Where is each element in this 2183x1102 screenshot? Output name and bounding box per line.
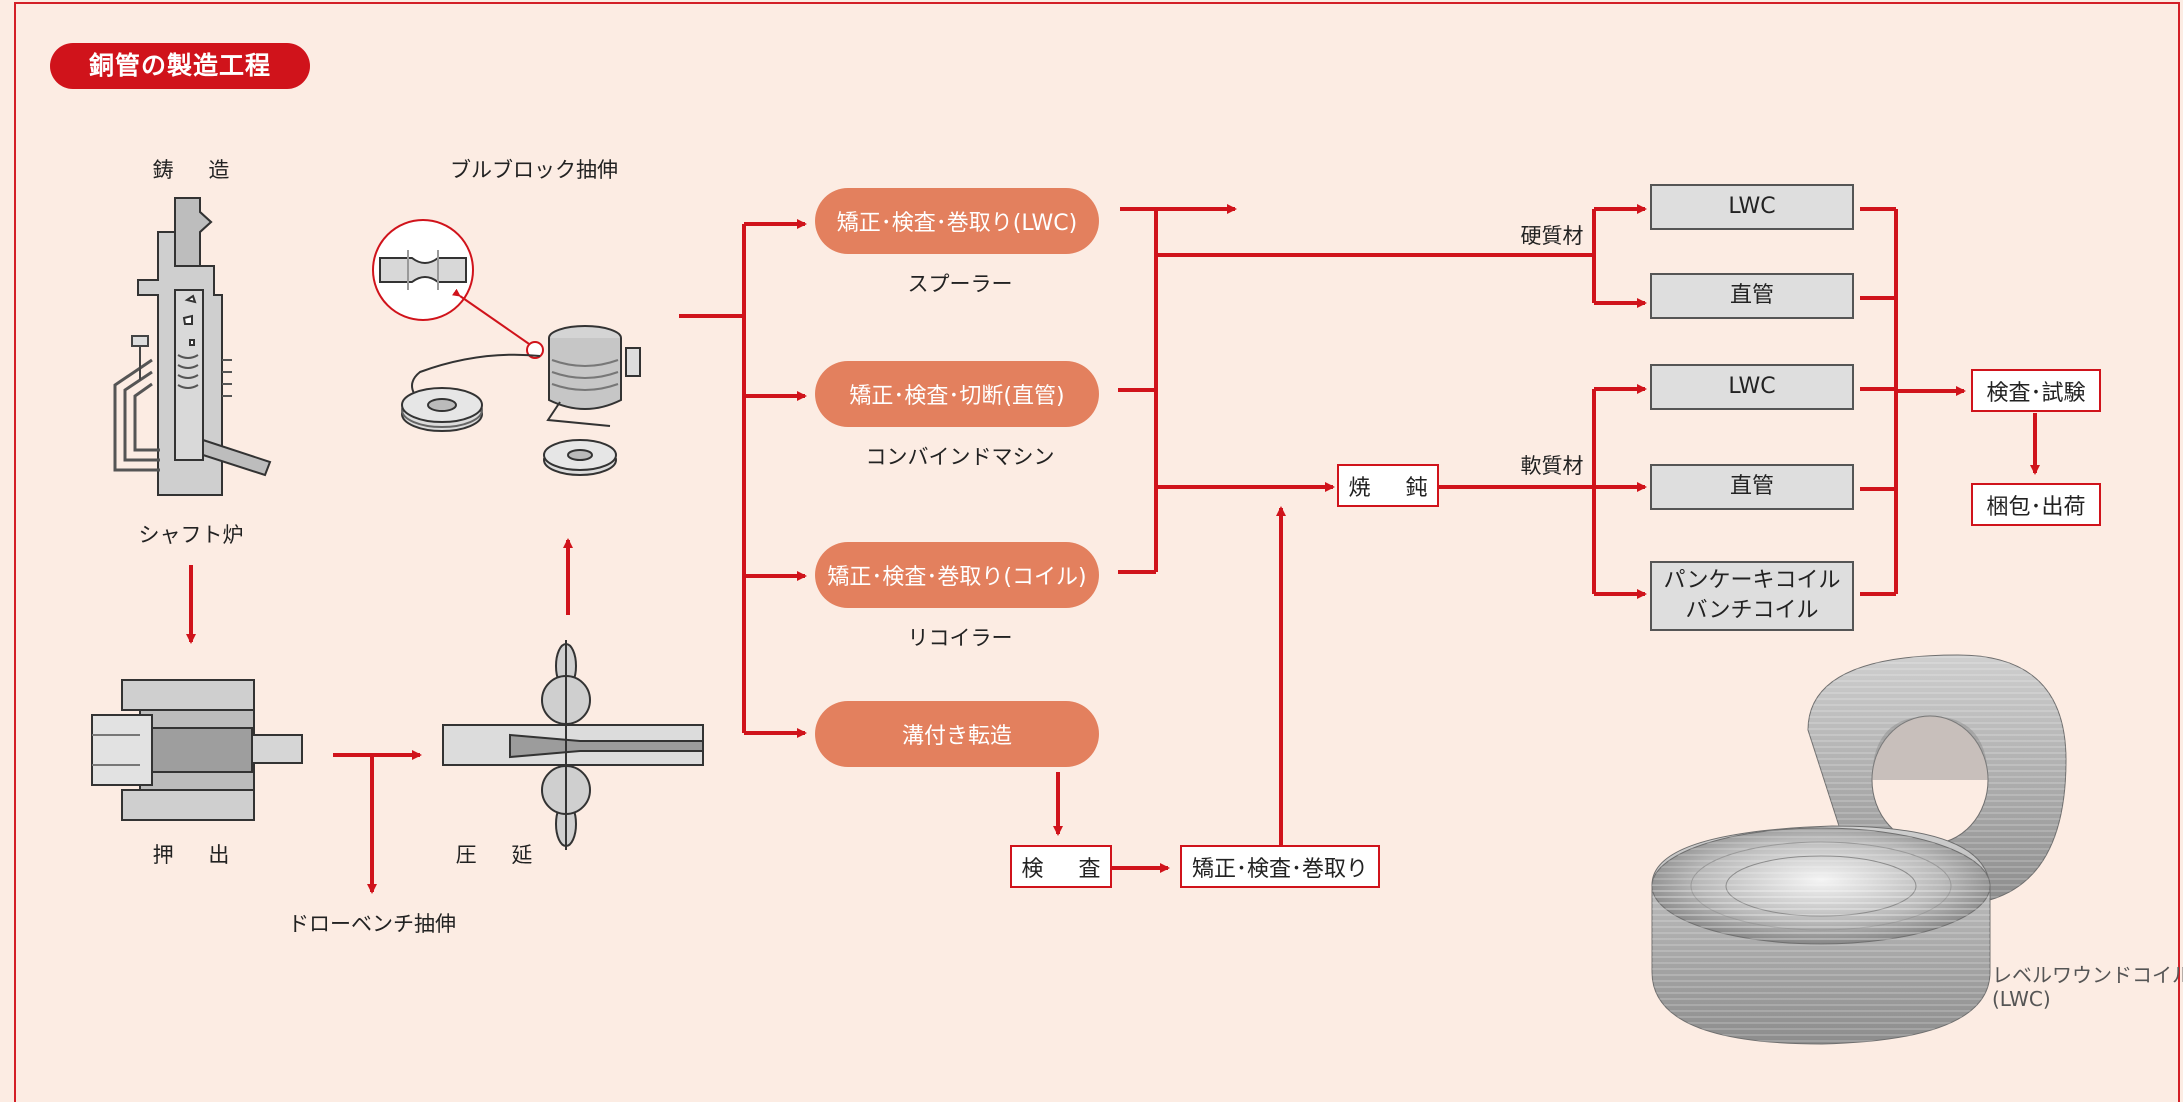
page-title: 銅管の製造工程 <box>50 43 310 89</box>
photo-caption-line: (LWC) <box>1992 987 2051 1011</box>
process-lwc: 矯正･検査･巻取り(LWC) <box>815 188 1099 254</box>
box-annealing: 焼 鈍 <box>1337 464 1439 507</box>
label-shaft-furnace: シャフト炉 <box>138 523 244 547</box>
product-label: 直管 <box>1729 474 1774 499</box>
product-label: LWC <box>1728 374 1776 399</box>
process-grooving: 溝付き転造 <box>815 701 1099 767</box>
rolling-illustration <box>442 640 704 850</box>
label-draw-bench: ドローベンチ抽伸 <box>288 912 456 936</box>
product-label: 直管 <box>1729 283 1774 308</box>
label-soft-material: 軟質材 <box>1520 454 1584 478</box>
product-soft-lwc: LWC <box>1650 364 1854 410</box>
machine-spooler: スプーラー <box>907 272 1013 296</box>
machine-combined: コンバインドマシン <box>865 445 1055 469</box>
product-soft-coils: パンケーキコイル バンチコイル <box>1650 561 1854 631</box>
box-straighten-wind: 矯正･検査･巻取り <box>1180 845 1380 888</box>
product-label-bunch: バンチコイル <box>1685 598 1819 623</box>
extrusion-illustration <box>91 679 303 821</box>
product-label-pancake: パンケーキコイル <box>1663 568 1841 593</box>
product-hard-straight: 直管 <box>1650 273 1854 319</box>
flow-arrows <box>186 204 2040 894</box>
process-straight: 矯正･検査･切断(直管) <box>815 361 1099 427</box>
diagram-frame <box>14 2 2180 1102</box>
label-extrusion: 押 出 <box>152 843 244 867</box>
lwc-coil-photo <box>1651 654 2067 1045</box>
product-soft-straight: 直管 <box>1650 464 1854 510</box>
box-inspection-test: 検査･試験 <box>1971 369 2101 412</box>
photo-caption: レベルワウンドコイル (LWC) <box>1992 963 2183 1011</box>
box-inspection: 検 査 <box>1010 845 1112 888</box>
label-casting: 鋳 造 <box>152 158 244 182</box>
label-bull-block: ブルブロック抽伸 <box>450 158 618 182</box>
product-hard-lwc: LWC <box>1650 184 1854 230</box>
bull-block-illustration <box>372 219 641 476</box>
process-diagram: 銅管の製造工程 鋳 造 シャフト炉 押 出 圧 延 ドローベンチ抽伸 ブルブロッ… <box>14 2 2183 1102</box>
label-hard-material: 硬質材 <box>1520 224 1584 248</box>
product-label: LWC <box>1728 194 1776 219</box>
label-rolling: 圧 延 <box>455 843 547 867</box>
machine-recoiler: リコイラー <box>907 626 1013 650</box>
box-pack-ship: 梱包･出荷 <box>1971 483 2101 526</box>
photo-caption-line: レベルワウンドコイル <box>1992 963 2183 987</box>
shaft-furnace-illustration <box>113 197 272 496</box>
process-coil: 矯正･検査･巻取り(コイル) <box>815 542 1099 608</box>
diagram-artwork <box>91 197 2067 1045</box>
